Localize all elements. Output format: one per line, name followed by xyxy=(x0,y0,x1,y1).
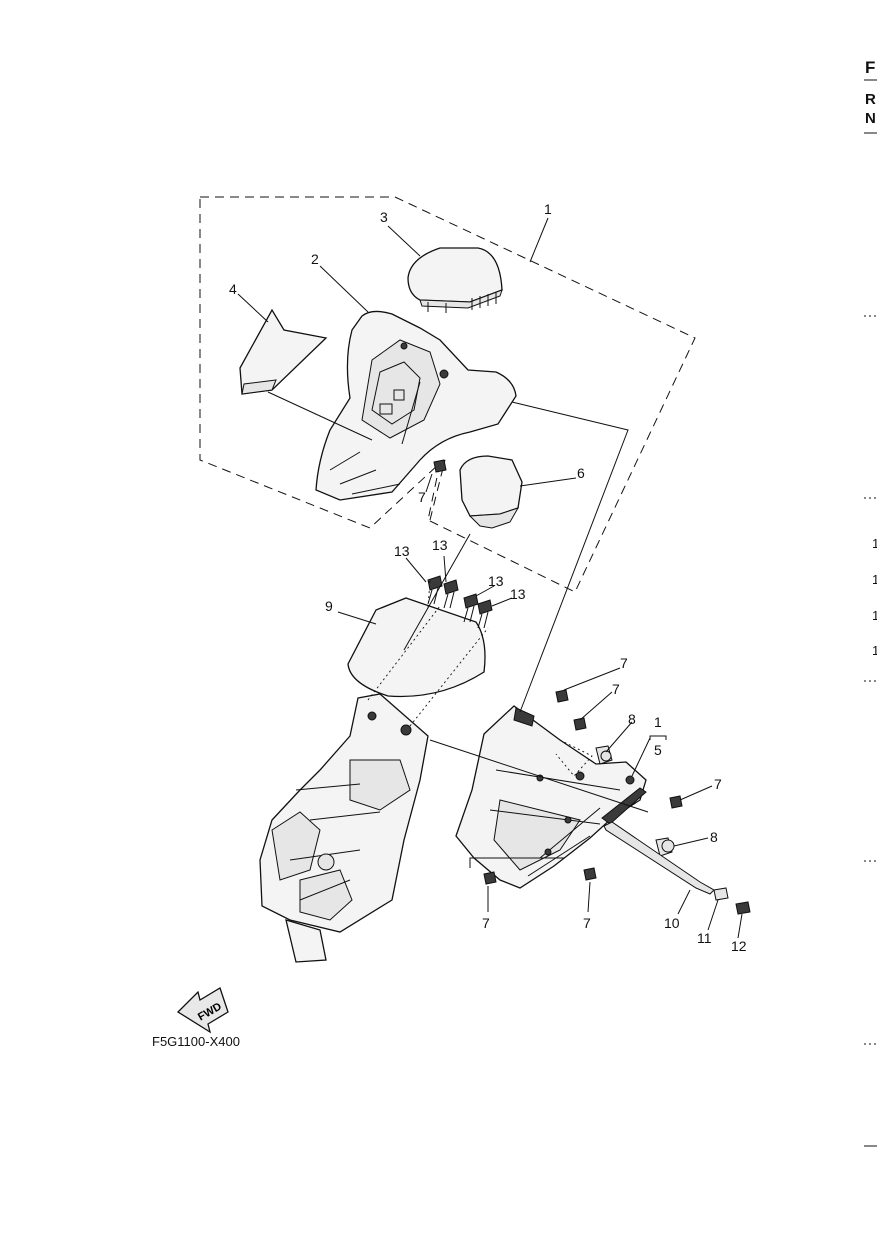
callout-11: 11 xyxy=(697,930,712,946)
part-11-nut xyxy=(713,887,729,901)
callout-6: 6 xyxy=(577,465,585,481)
callout-4: 4 xyxy=(229,281,237,297)
callout-labels: 1 3 2 4 6 7 13 13 13 13 9 7 7 8 1 5 7 8 … xyxy=(229,201,747,954)
part-10-rod xyxy=(603,821,715,895)
edge-letter-n: N xyxy=(865,110,876,127)
callout-1-top: 1 xyxy=(544,201,552,217)
part-9-visor xyxy=(347,597,486,698)
part-6-cover xyxy=(459,455,523,529)
edge-number-3: 1 xyxy=(872,608,877,623)
callout-7-b: 7 xyxy=(620,655,628,671)
callout-8-a: 8 xyxy=(628,711,636,727)
alignment-lines xyxy=(267,381,649,813)
part-5-inner-panel xyxy=(455,705,647,889)
right-edge-marks xyxy=(864,79,877,1147)
screws-7 xyxy=(433,459,683,885)
callout-10: 10 xyxy=(664,915,680,931)
edge-letter-f: F xyxy=(865,58,876,77)
callout-8-b: 8 xyxy=(710,829,718,845)
callout-2: 2 xyxy=(311,251,319,267)
callout-13-a: 13 xyxy=(394,543,410,559)
part-2-front-cover xyxy=(315,310,517,501)
callout-7-upper: 7 xyxy=(418,489,426,505)
bolts-13 xyxy=(427,575,493,629)
part-3-meter-cover xyxy=(407,247,503,313)
figure-code: F5G1100-X400 xyxy=(152,1034,240,1049)
callout-13-c: 13 xyxy=(488,573,504,589)
part-12-bolt xyxy=(735,901,751,915)
edge-number-1: 1 xyxy=(872,536,877,551)
callout-9: 9 xyxy=(325,598,333,614)
edge-number-4: 1 xyxy=(872,643,877,658)
callout-1-bracket: 1 xyxy=(654,714,662,730)
callout-5: 5 xyxy=(654,742,662,758)
callout-12: 12 xyxy=(731,938,747,954)
callout-7-d: 7 xyxy=(714,776,722,792)
collars-8 xyxy=(595,745,675,857)
callout-7-f: 7 xyxy=(583,915,591,931)
fwd-arrow-icon: FWD xyxy=(176,987,229,1034)
meter-bracket-stay xyxy=(259,693,429,963)
callout-7-e: 7 xyxy=(482,915,490,931)
edge-number-2: 1 xyxy=(872,572,877,587)
callout-13-d: 13 xyxy=(510,586,526,602)
callout-leaders xyxy=(237,217,743,939)
edge-letter-r: R xyxy=(865,91,876,108)
callout-7-c: 7 xyxy=(612,681,620,697)
callout-13-b: 13 xyxy=(432,537,448,553)
assembly-boundary-1 xyxy=(199,196,696,593)
part-4-side-panel xyxy=(239,308,328,395)
callout-3: 3 xyxy=(380,209,388,225)
